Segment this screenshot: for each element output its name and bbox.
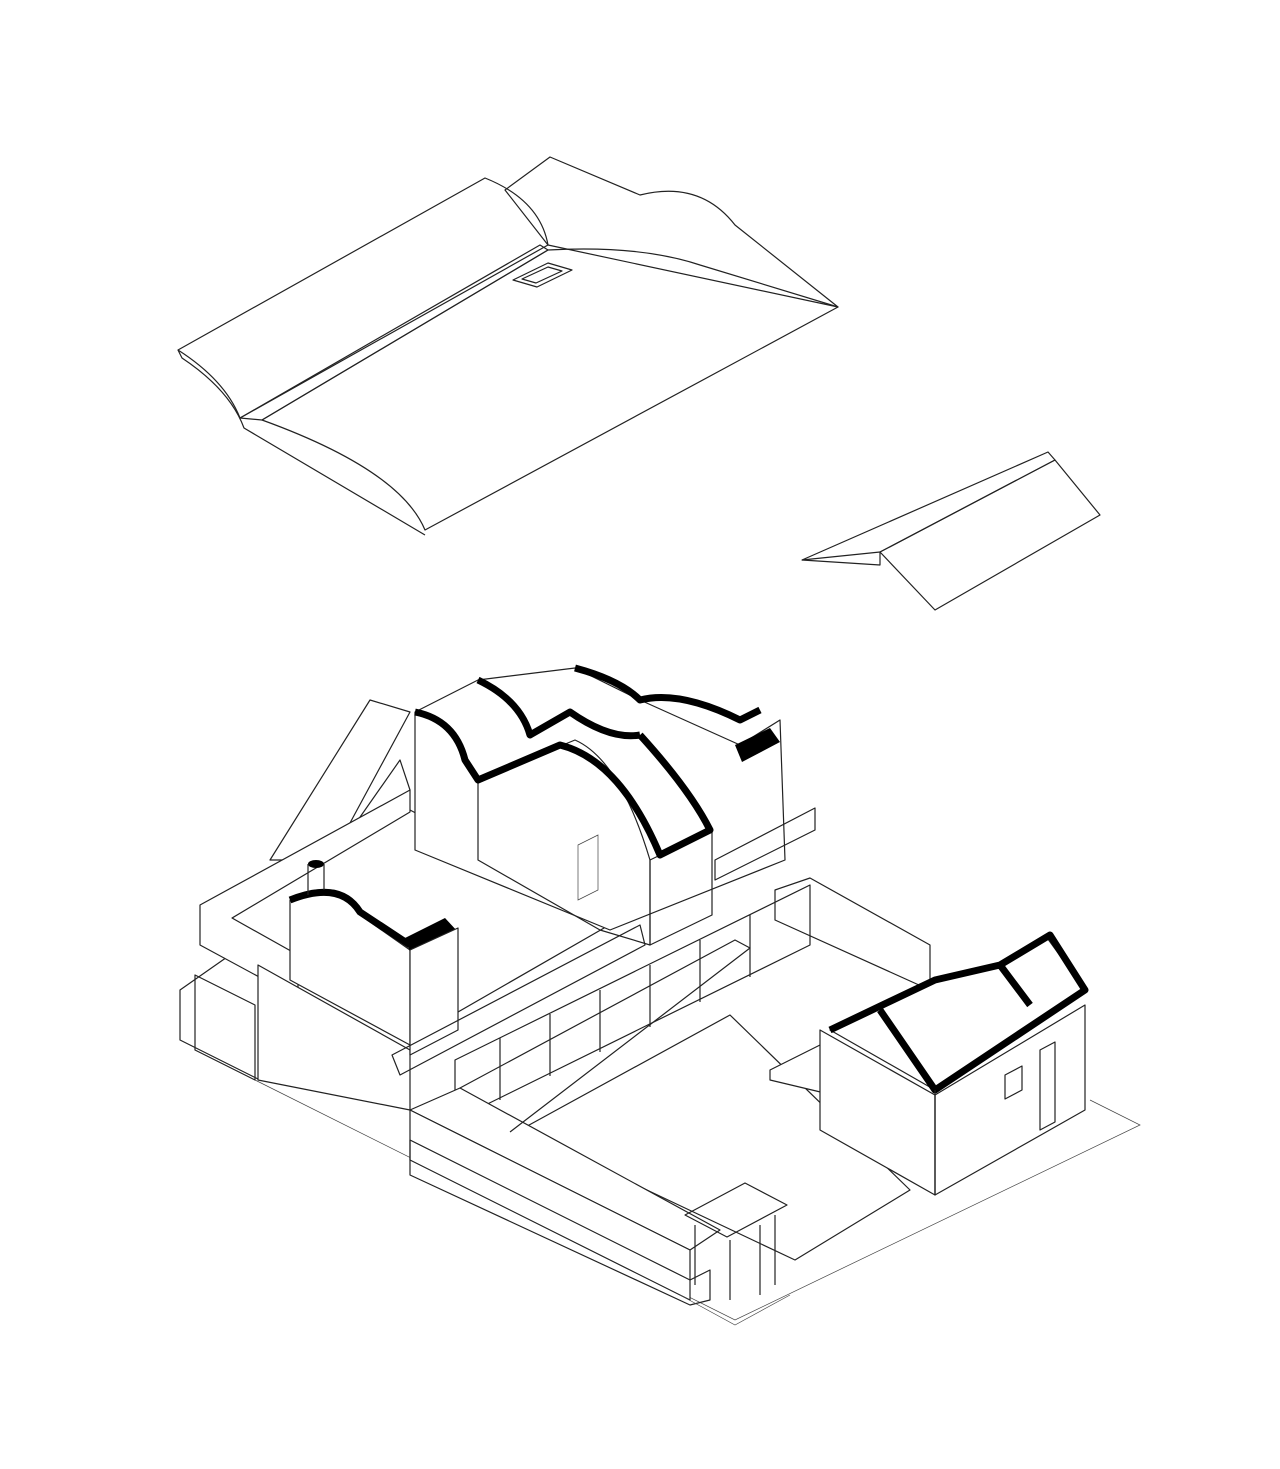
left-wing bbox=[194, 789, 619, 1111]
balcony-lower bbox=[391, 924, 646, 1076]
section-roof-wave-3 bbox=[574, 664, 762, 724]
pavilion-door bbox=[1039, 1041, 1056, 1131]
annex-roof-fascia bbox=[801, 552, 881, 566]
chimney-flue bbox=[308, 860, 324, 868]
section-roof-wave-2 bbox=[476, 676, 641, 740]
stone-wall-lower bbox=[179, 954, 261, 1081]
annex-roof-right-slope bbox=[879, 459, 1101, 611]
entrance-step bbox=[679, 1294, 791, 1326]
entrance-gate bbox=[679, 1182, 791, 1326]
brick-boundary-wall bbox=[774, 877, 931, 991]
screen-doors bbox=[194, 974, 256, 1081]
main-roof-eave bbox=[177, 349, 426, 536]
main-roof-right-slope bbox=[261, 248, 839, 531]
guest-pavilion bbox=[769, 931, 1089, 1196]
tall-wall bbox=[409, 927, 459, 1056]
door bbox=[577, 834, 599, 901]
section-roof-left bbox=[288, 888, 412, 948]
parapet-left bbox=[199, 789, 411, 999]
gate-posts bbox=[694, 1215, 776, 1300]
annex-roof bbox=[801, 451, 1101, 611]
annex-roof-left-slope bbox=[801, 451, 1056, 561]
pavilion-roof-section bbox=[828, 931, 1089, 1094]
central-back-wall bbox=[414, 667, 786, 931]
main-roof-valley-gutter bbox=[239, 244, 549, 421]
glazed-facade bbox=[454, 884, 811, 1121]
stone-plinth bbox=[409, 1139, 711, 1306]
section-cut-right bbox=[735, 728, 780, 762]
main-roof bbox=[177, 156, 839, 536]
main-roof-upper-slope bbox=[504, 156, 839, 308]
courtyard bbox=[519, 1014, 911, 1261]
side-wall-top bbox=[459, 939, 751, 1133]
balcony-upper bbox=[714, 807, 816, 881]
chimney-pipe bbox=[307, 864, 325, 895]
pavilion-window bbox=[1004, 1065, 1023, 1100]
front-wall bbox=[409, 939, 751, 1306]
gate-canopy bbox=[684, 1182, 788, 1238]
central-volume bbox=[391, 664, 816, 1121]
main-roof-left-slope bbox=[177, 177, 549, 419]
site-boundary bbox=[254, 1079, 1141, 1321]
section-roof-wave-1 bbox=[414, 708, 714, 859]
skylight-inner bbox=[521, 266, 563, 284]
skylight bbox=[512, 262, 573, 288]
